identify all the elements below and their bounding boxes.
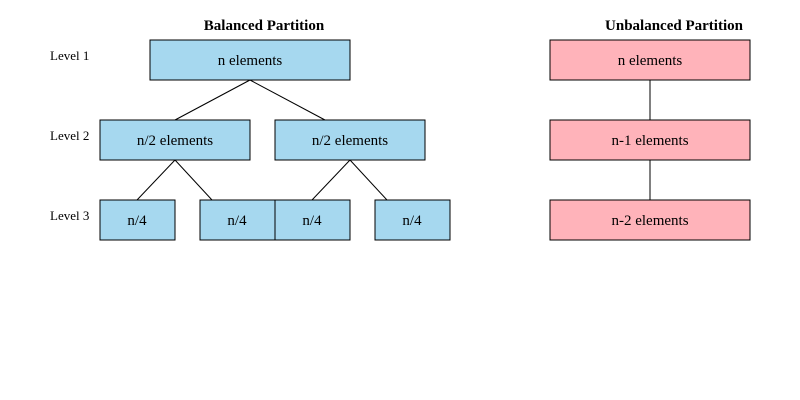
balanced-root-box xyxy=(149,39,351,81)
balanced-level2-left-box xyxy=(99,119,251,161)
unbalanced-box-3 xyxy=(549,199,751,241)
balanced-level3-node-3: n/4 xyxy=(274,199,351,241)
balanced-level3-box-4 xyxy=(374,199,451,241)
level-1-label: Level 1 xyxy=(50,48,89,63)
unbalanced-box-1 xyxy=(549,39,751,81)
unbalanced-label-1: n elements xyxy=(618,53,683,69)
balanced-root-label: n elements xyxy=(218,53,283,69)
balanced-level3-node-4: n/4 xyxy=(374,199,451,241)
edge-right-leaf2 xyxy=(349,159,388,201)
balanced-level3-label-1: n/4 xyxy=(127,213,147,229)
balanced-level2-left-node: n/2 elements xyxy=(99,119,251,161)
balanced-level2-right-box xyxy=(274,119,426,161)
unbalanced-node-3: n-2 elements xyxy=(549,199,751,241)
edge-left-leaf1 xyxy=(136,159,176,201)
balanced-level3-label-4: n/4 xyxy=(402,213,422,229)
unbalanced-label-2: n-1 elements xyxy=(611,133,688,149)
balanced-partition-title: Balanced Partition xyxy=(204,18,325,34)
balanced-edges xyxy=(136,79,388,201)
level-3-label: Level 3 xyxy=(50,208,89,223)
balanced-level2-left-label: n/2 elements xyxy=(137,133,213,149)
unbalanced-partition-title: Unbalanced Partition xyxy=(605,18,744,34)
edge-root-left xyxy=(174,79,251,121)
unbalanced-label-3: n-2 elements xyxy=(611,213,688,229)
edge-right-leaf1 xyxy=(311,159,351,201)
unbalanced-node-1: n elements xyxy=(549,39,751,81)
balanced-level3-label-2: n/4 xyxy=(227,213,247,229)
balanced-level3-label-3: n/4 xyxy=(302,213,322,229)
unbalanced-node-2: n-1 elements xyxy=(549,119,751,161)
balanced-level3-node-2: n/4 xyxy=(199,199,276,241)
balanced-level2-right-label: n/2 elements xyxy=(312,133,388,149)
balanced-level3-node-1: n/4 xyxy=(99,199,176,241)
balanced-level3-box-3 xyxy=(274,199,351,241)
balanced-root-node: n elements xyxy=(149,39,351,81)
edge-left-leaf2 xyxy=(174,159,213,201)
unbalanced-box-2 xyxy=(549,119,751,161)
edge-root-right xyxy=(249,79,326,121)
level-2-label: Level 2 xyxy=(50,128,89,143)
balanced-level3-box-1 xyxy=(99,199,176,241)
balanced-level2-right-node: n/2 elements xyxy=(274,119,426,161)
